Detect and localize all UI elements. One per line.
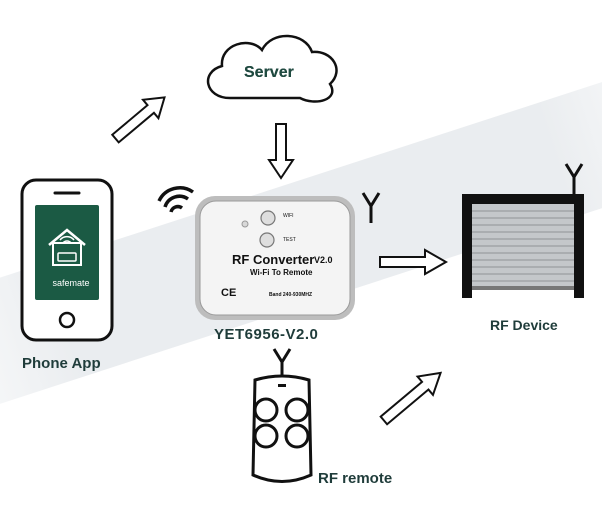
antenna-icon <box>564 163 584 194</box>
rf-converter <box>195 196 355 320</box>
phone <box>20 178 114 342</box>
server-label: Server <box>244 64 294 81</box>
cloud-icon <box>206 34 338 103</box>
rf-remote <box>251 374 313 483</box>
rf-device-shutter <box>462 194 584 298</box>
wifi-button-label: WIFI <box>283 213 294 219</box>
converter-title: RF Converter <box>232 252 315 267</box>
converter-version: V2.0 <box>314 255 333 265</box>
converter-model-label: YET6956-V2.0 <box>214 326 319 343</box>
house-wifi-icon <box>48 228 86 266</box>
band-text: Band 240-930MHZ <box>269 292 313 298</box>
rf-remote-label: RF remote <box>318 470 393 487</box>
arrow-icon <box>379 248 449 276</box>
arrow-icon <box>379 371 443 426</box>
wifi-icon <box>157 186 195 213</box>
test-button-label: TEST <box>283 237 296 243</box>
phone-app-brand: safemate <box>52 278 90 288</box>
arrow-icon <box>267 123 295 180</box>
phone-app-label: Phone App <box>22 355 101 372</box>
antenna-icon <box>272 348 292 378</box>
ce-mark: CE <box>221 287 237 299</box>
arrow-icon <box>110 96 166 144</box>
converter-subtitle: Wi-Fi To Remote <box>250 268 313 277</box>
antenna-icon <box>361 192 381 223</box>
rf-device-label: RF Device <box>490 317 558 333</box>
